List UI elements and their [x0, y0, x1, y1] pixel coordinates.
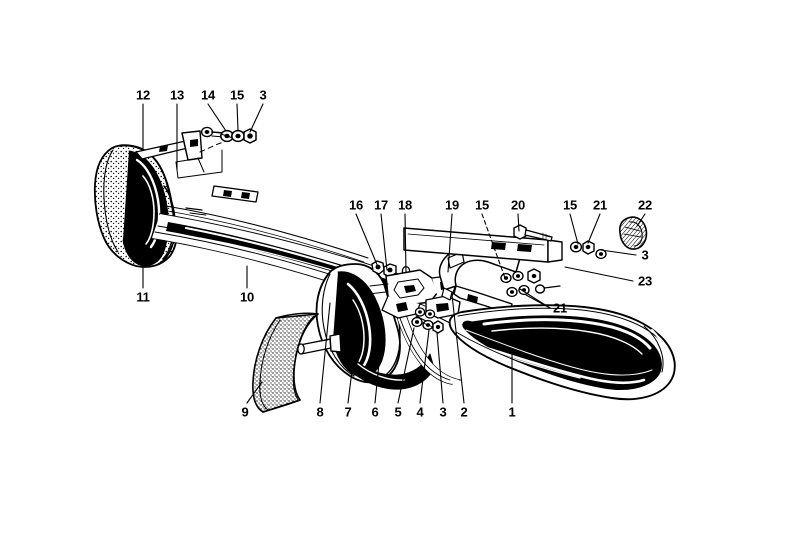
part-14-spring-washer: [220, 129, 234, 143]
part-12-13-left-brackets: [135, 126, 241, 179]
part-4-lock-washer: [422, 319, 434, 331]
callout-15-a: 15: [229, 87, 245, 103]
callout-7: 7: [344, 404, 352, 420]
part-21-nut-lower-a: [500, 272, 512, 284]
part-15-washer-right: [569, 241, 583, 253]
callout-6: 6: [371, 404, 379, 420]
callout-leader-lines: [142, 103, 646, 404]
callout-3-a: 3: [259, 87, 267, 103]
part-14-15-3-hardware-top: [220, 128, 257, 144]
callout-4: 4: [416, 404, 424, 420]
part-8-long-bolt: [297, 333, 342, 355]
callout-23: 23: [637, 273, 653, 289]
callout-19: 19: [444, 197, 460, 213]
callout-1: 1: [508, 404, 516, 420]
callout-18: 18: [397, 197, 413, 213]
part-7-wheel-arch-trim: [315, 263, 435, 390]
part-21-nut-lower-c: [506, 286, 518, 298]
illustration-linework: [93, 103, 676, 413]
part-15-flat-washer: [231, 129, 245, 143]
callout-9: 9: [241, 404, 249, 420]
part-23-21-screws: [500, 268, 561, 298]
part-23-screw-head: [527, 268, 541, 284]
part-3-hex-nut: [243, 128, 257, 144]
callout-20: 20: [510, 197, 526, 213]
callout-21-a: 21: [592, 197, 608, 213]
callout-21-b: 21: [552, 300, 568, 316]
part-15-21-3-hardware-right: [569, 240, 607, 260]
part-11-left-end-cap: [93, 144, 178, 268]
part-5-plain-washer: [411, 316, 423, 328]
part-1-right-bumper-section: [448, 304, 676, 401]
page-footer: © BMW AG 00020449: [0, 520, 799, 559]
callout-17: 17: [373, 197, 389, 213]
part-21-nut-lower-b: [512, 270, 524, 282]
callout-3-b: 3: [641, 247, 649, 263]
callout-12: 12: [135, 87, 151, 103]
part-21-nut-lower-d: [518, 284, 530, 296]
callout-15-c: 15: [562, 197, 578, 213]
part-21-flange-nut-right: [582, 240, 595, 255]
callout-3-c: 3: [439, 404, 447, 420]
part-3-nut-right: [595, 248, 607, 260]
part-20-hex-bolt: [513, 224, 553, 242]
part-3-nut-cluster: [432, 320, 444, 334]
part-4-5-3-hardware-cluster: [411, 307, 444, 334]
callout-5: 5: [394, 404, 402, 420]
callout-10: 10: [239, 289, 255, 305]
callout-22: 22: [637, 197, 653, 213]
callout-2: 2: [460, 404, 468, 420]
callout-16: 16: [348, 197, 364, 213]
callout-13: 13: [169, 87, 185, 103]
part-23-screw-shank: [534, 284, 561, 294]
part-22-grommet-clip: [619, 216, 648, 250]
part-19-reinforcement-rail: [403, 227, 563, 263]
callout-15-b: 15: [474, 197, 490, 213]
callout-8: 8: [316, 404, 324, 420]
callout-11: 11: [136, 289, 150, 305]
part-9-mud-flap: [252, 312, 319, 413]
callout-14: 14: [200, 87, 216, 103]
part-hardware-upper-cluster: [414, 307, 436, 319]
